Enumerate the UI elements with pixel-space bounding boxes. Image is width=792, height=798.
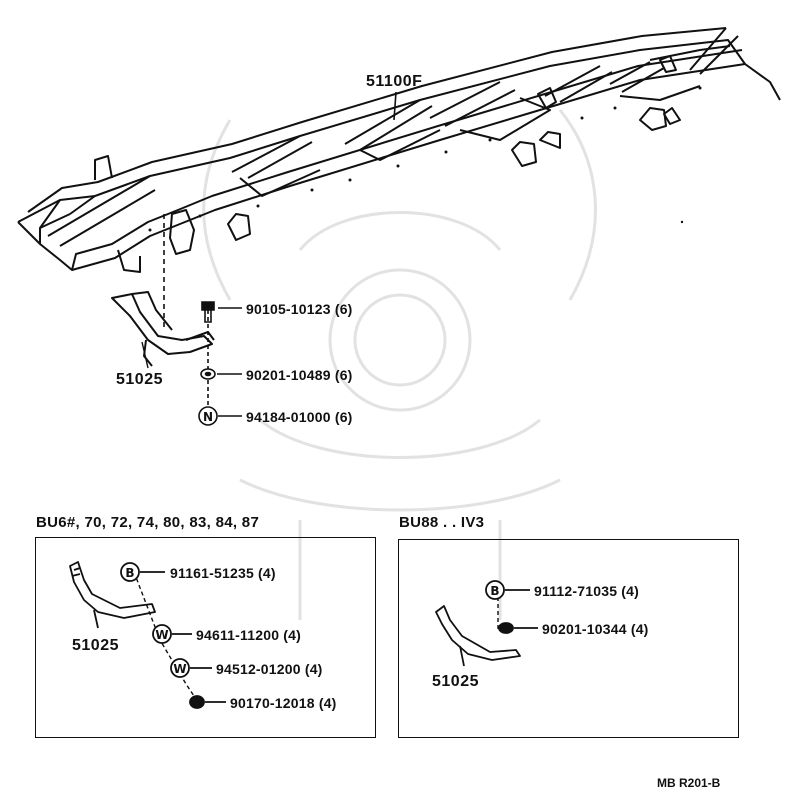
quantity: (4) xyxy=(258,565,276,581)
upper-fastener-2: 90201-10489 (6) xyxy=(246,368,353,382)
left-fastener-2: 94611-11200 (4) xyxy=(196,628,301,642)
left-fastener-4: 90170-12018 (4) xyxy=(230,696,337,710)
frame-part-number: 51100F xyxy=(366,73,423,90)
left-symbol-w2: W xyxy=(173,662,186,676)
left-fastener-1: 91161-51235 (4) xyxy=(170,566,276,580)
upper-bracket-part-number: 51025 xyxy=(116,371,163,388)
ladder-frame xyxy=(17,27,781,273)
upper-fastener-3: 94184-01000 (6) xyxy=(246,410,353,424)
upper-bracket xyxy=(111,291,215,367)
watermark-emblem xyxy=(202,109,597,620)
quantity: (4) xyxy=(318,695,337,711)
part-number: 90201-10344 xyxy=(542,621,627,637)
quantity: (4) xyxy=(630,621,649,637)
part-number: 94611-11200 xyxy=(196,627,280,643)
right-variant-box xyxy=(398,539,739,738)
part-number: 90170-12018 xyxy=(230,695,315,711)
right-fastener-1: 91112-71035 (4) xyxy=(534,584,639,598)
upper-bracket-leader xyxy=(141,341,149,369)
nut-symbol-n: N xyxy=(203,410,213,424)
right-symbol-b: B xyxy=(490,584,499,598)
upper-fastener-1: 90105-10123 (6) xyxy=(246,302,353,316)
part-number: 91112-71035 xyxy=(534,583,618,599)
part-number: 90105-10123 xyxy=(246,301,331,317)
quantity: (4) xyxy=(621,583,639,599)
quantity: (6) xyxy=(334,301,353,317)
part-number: 90201-10489 xyxy=(246,367,331,383)
quantity: (4) xyxy=(304,661,323,677)
part-number: 94184-01000 xyxy=(246,409,331,425)
left-fastener-3: 94512-01200 (4) xyxy=(216,662,323,676)
quantity: (4) xyxy=(283,627,301,643)
part-number: 91161-51235 xyxy=(170,565,254,581)
upper-fasteners xyxy=(198,301,242,426)
diagram-code: MB R201-B xyxy=(657,776,721,790)
right-bracket-part-number: 51025 xyxy=(432,673,479,690)
frame-leader xyxy=(393,91,397,121)
left-variant-drawing xyxy=(69,561,226,709)
right-variant-drawing xyxy=(435,580,538,667)
left-bracket-part-number: 51025 xyxy=(72,637,119,654)
left-symbol-b: B xyxy=(125,566,134,580)
left-variant-box xyxy=(35,537,376,738)
quantity: (6) xyxy=(334,409,353,425)
part-number: 94512-01200 xyxy=(216,661,301,677)
left-variant-title: BU6#, 70, 72, 74, 80, 83, 84, 87 xyxy=(36,514,260,531)
quantity: (6) xyxy=(334,367,353,383)
right-variant-title: BU88 . . IV3 xyxy=(399,514,485,531)
frame-holes xyxy=(148,86,702,232)
left-symbol-w1: W xyxy=(155,628,168,642)
right-fastener-2: 90201-10344 (4) xyxy=(542,622,649,636)
